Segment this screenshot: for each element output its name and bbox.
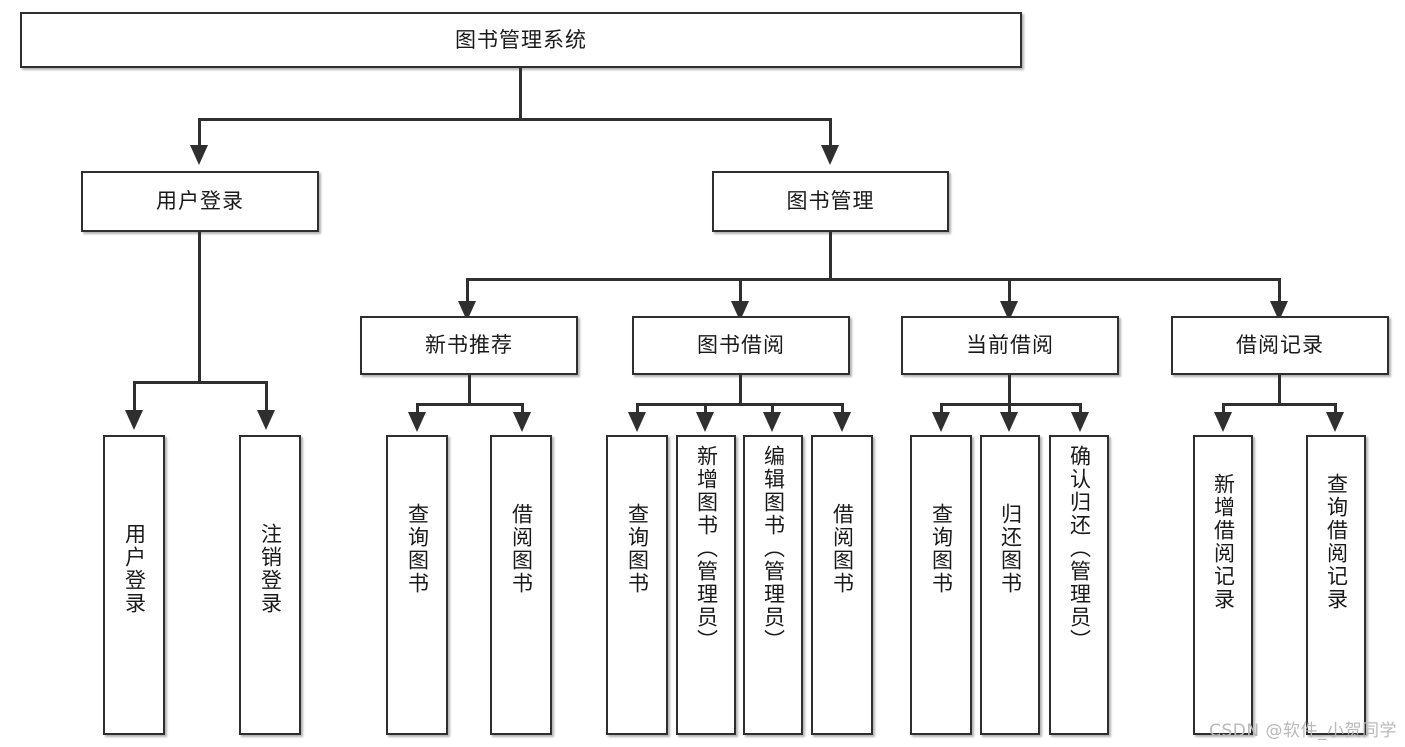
- leaf-logout-label: 注销登录: [258, 523, 283, 615]
- arrowhead-leaf-borrow-book-2: [833, 412, 851, 432]
- node-new-book-recommend-label: 新书推荐: [425, 333, 513, 358]
- leaf-query-book-current-label: 查询图书: [929, 503, 954, 595]
- connector-borrow-record-leaf1: [1222, 403, 1225, 417]
- connector-user-login-leaf1: [133, 381, 136, 413]
- connector-current-borrow-leaf2: [1008, 403, 1011, 417]
- leaf-add-book-label: 新增图书（管理员）: [694, 445, 719, 652]
- node-current-borrow[interactable]: 当前借阅: [901, 316, 1119, 375]
- node-book-borrow[interactable]: 图书借阅: [632, 316, 850, 375]
- leaf-add-borrow-record[interactable]: 新增借阅记录: [1193, 435, 1253, 735]
- arrowhead-leaf-borrow-book-1: [513, 412, 531, 432]
- connector-root-bus: [198, 118, 832, 121]
- arrowhead-user-login: [190, 145, 208, 165]
- leaf-query-book-borrow-label: 查询图书: [625, 503, 650, 595]
- arrowhead-leaf-query-book-3: [932, 412, 950, 432]
- node-root[interactable]: 图书管理系统: [20, 12, 1022, 68]
- node-root-label: 图书管理系统: [455, 27, 587, 52]
- leaf-borrow-book-recommend-label: 借阅图书: [509, 503, 534, 595]
- leaf-query-book-recommend-label: 查询图书: [405, 503, 430, 595]
- connector-book-borrow-bus: [636, 403, 844, 406]
- arrowhead-leaf-query-book-1: [408, 412, 426, 432]
- leaf-edit-book-label: 编辑图书（管理员）: [761, 445, 786, 652]
- connector-new-book-leaf2: [521, 403, 524, 417]
- arrowhead-leaf-edit-book: [763, 412, 781, 432]
- connector-book-manage-stem: [829, 232, 832, 280]
- leaf-user-login[interactable]: 用户登录: [103, 435, 165, 735]
- arrowhead-book-manage: [821, 145, 839, 165]
- connector-current-borrow-leaf3: [1079, 403, 1082, 417]
- node-user-login-label: 用户登录: [156, 189, 244, 214]
- connector-user-login-leaf2: [265, 381, 268, 413]
- leaf-return-book[interactable]: 归还图书: [980, 435, 1040, 735]
- arrowhead-leaf-confirm-return: [1071, 412, 1089, 432]
- connector-book-borrow-leaf2: [704, 403, 707, 417]
- connector-new-book-stem: [468, 375, 471, 405]
- leaf-logout[interactable]: 注销登录: [239, 435, 301, 735]
- leaf-query-book-current[interactable]: 查询图书: [910, 435, 972, 735]
- connector-user-login-stem: [198, 232, 201, 384]
- leaf-confirm-return[interactable]: 确认归还（管理员）: [1049, 435, 1109, 735]
- connector-root-stem: [519, 68, 522, 120]
- connector-user-login-bus: [133, 381, 268, 384]
- arrowhead-leaf-query-book-2: [628, 412, 646, 432]
- arrowhead-leaf-query-record: [1326, 412, 1344, 432]
- csdn-watermark: CSDN @软件_小贺同学: [1209, 721, 1397, 741]
- leaf-user-login-label: 用户登录: [122, 523, 147, 615]
- connector-book-manage-bus: [466, 278, 1281, 281]
- leaf-borrow-book-recommend[interactable]: 借阅图书: [490, 435, 552, 735]
- connector-current-borrow-stem: [1008, 375, 1011, 405]
- connector-to-new-book: [466, 278, 469, 304]
- leaf-borrow-book-label: 借阅图书: [830, 503, 855, 595]
- node-current-borrow-label: 当前借阅: [966, 333, 1054, 358]
- node-borrow-record-label: 借阅记录: [1236, 333, 1324, 358]
- leaf-query-borrow-record-label: 查询借阅记录: [1324, 473, 1349, 611]
- connector-new-book-leaf1: [416, 403, 419, 417]
- connector-current-borrow-leaf1: [940, 403, 943, 417]
- arrowhead-leaf-logout: [257, 410, 275, 430]
- node-user-login[interactable]: 用户登录: [81, 171, 319, 232]
- connector-to-book-borrow: [739, 278, 742, 304]
- leaf-confirm-return-label: 确认归还（管理员）: [1067, 445, 1092, 652]
- leaf-edit-book[interactable]: 编辑图书（管理员）: [743, 435, 803, 735]
- arrowhead-leaf-user-login: [125, 410, 143, 430]
- node-borrow-record[interactable]: 借阅记录: [1171, 316, 1389, 375]
- leaf-query-book-recommend[interactable]: 查询图书: [386, 435, 448, 735]
- connector-borrow-record-leaf2: [1334, 403, 1337, 417]
- node-book-management-label: 图书管理: [786, 189, 875, 214]
- connector-borrow-record-bus: [1222, 403, 1337, 406]
- connector-book-borrow-leaf1: [636, 403, 639, 417]
- connector-book-borrow-leaf4: [841, 403, 844, 417]
- connector-root-to-book-manage: [829, 118, 832, 148]
- connector-book-borrow-leaf3: [771, 403, 774, 417]
- leaf-add-book[interactable]: 新增图书（管理员）: [676, 435, 736, 735]
- connector-book-borrow-stem: [739, 375, 742, 405]
- leaf-query-borrow-record[interactable]: 查询借阅记录: [1306, 435, 1366, 735]
- leaf-return-book-label: 归还图书: [998, 503, 1023, 595]
- leaf-query-book-borrow[interactable]: 查询图书: [606, 435, 668, 735]
- connector-to-borrow-record: [1278, 278, 1281, 304]
- connector-current-borrow-bus: [940, 403, 1082, 406]
- connector-to-current-borrow: [1008, 278, 1011, 304]
- connector-new-book-bus: [416, 403, 524, 406]
- connector-root-to-user-login: [198, 118, 201, 148]
- arrowhead-leaf-add-record: [1214, 412, 1232, 432]
- connector-borrow-record-stem: [1278, 375, 1281, 405]
- node-book-management[interactable]: 图书管理: [712, 171, 949, 232]
- node-book-borrow-label: 图书借阅: [697, 333, 785, 358]
- node-new-book-recommend[interactable]: 新书推荐: [360, 316, 578, 375]
- leaf-borrow-book[interactable]: 借阅图书: [811, 435, 873, 735]
- arrowhead-leaf-return-book: [1000, 412, 1018, 432]
- leaf-add-borrow-record-label: 新增借阅记录: [1211, 473, 1236, 611]
- arrowhead-leaf-add-book: [696, 412, 714, 432]
